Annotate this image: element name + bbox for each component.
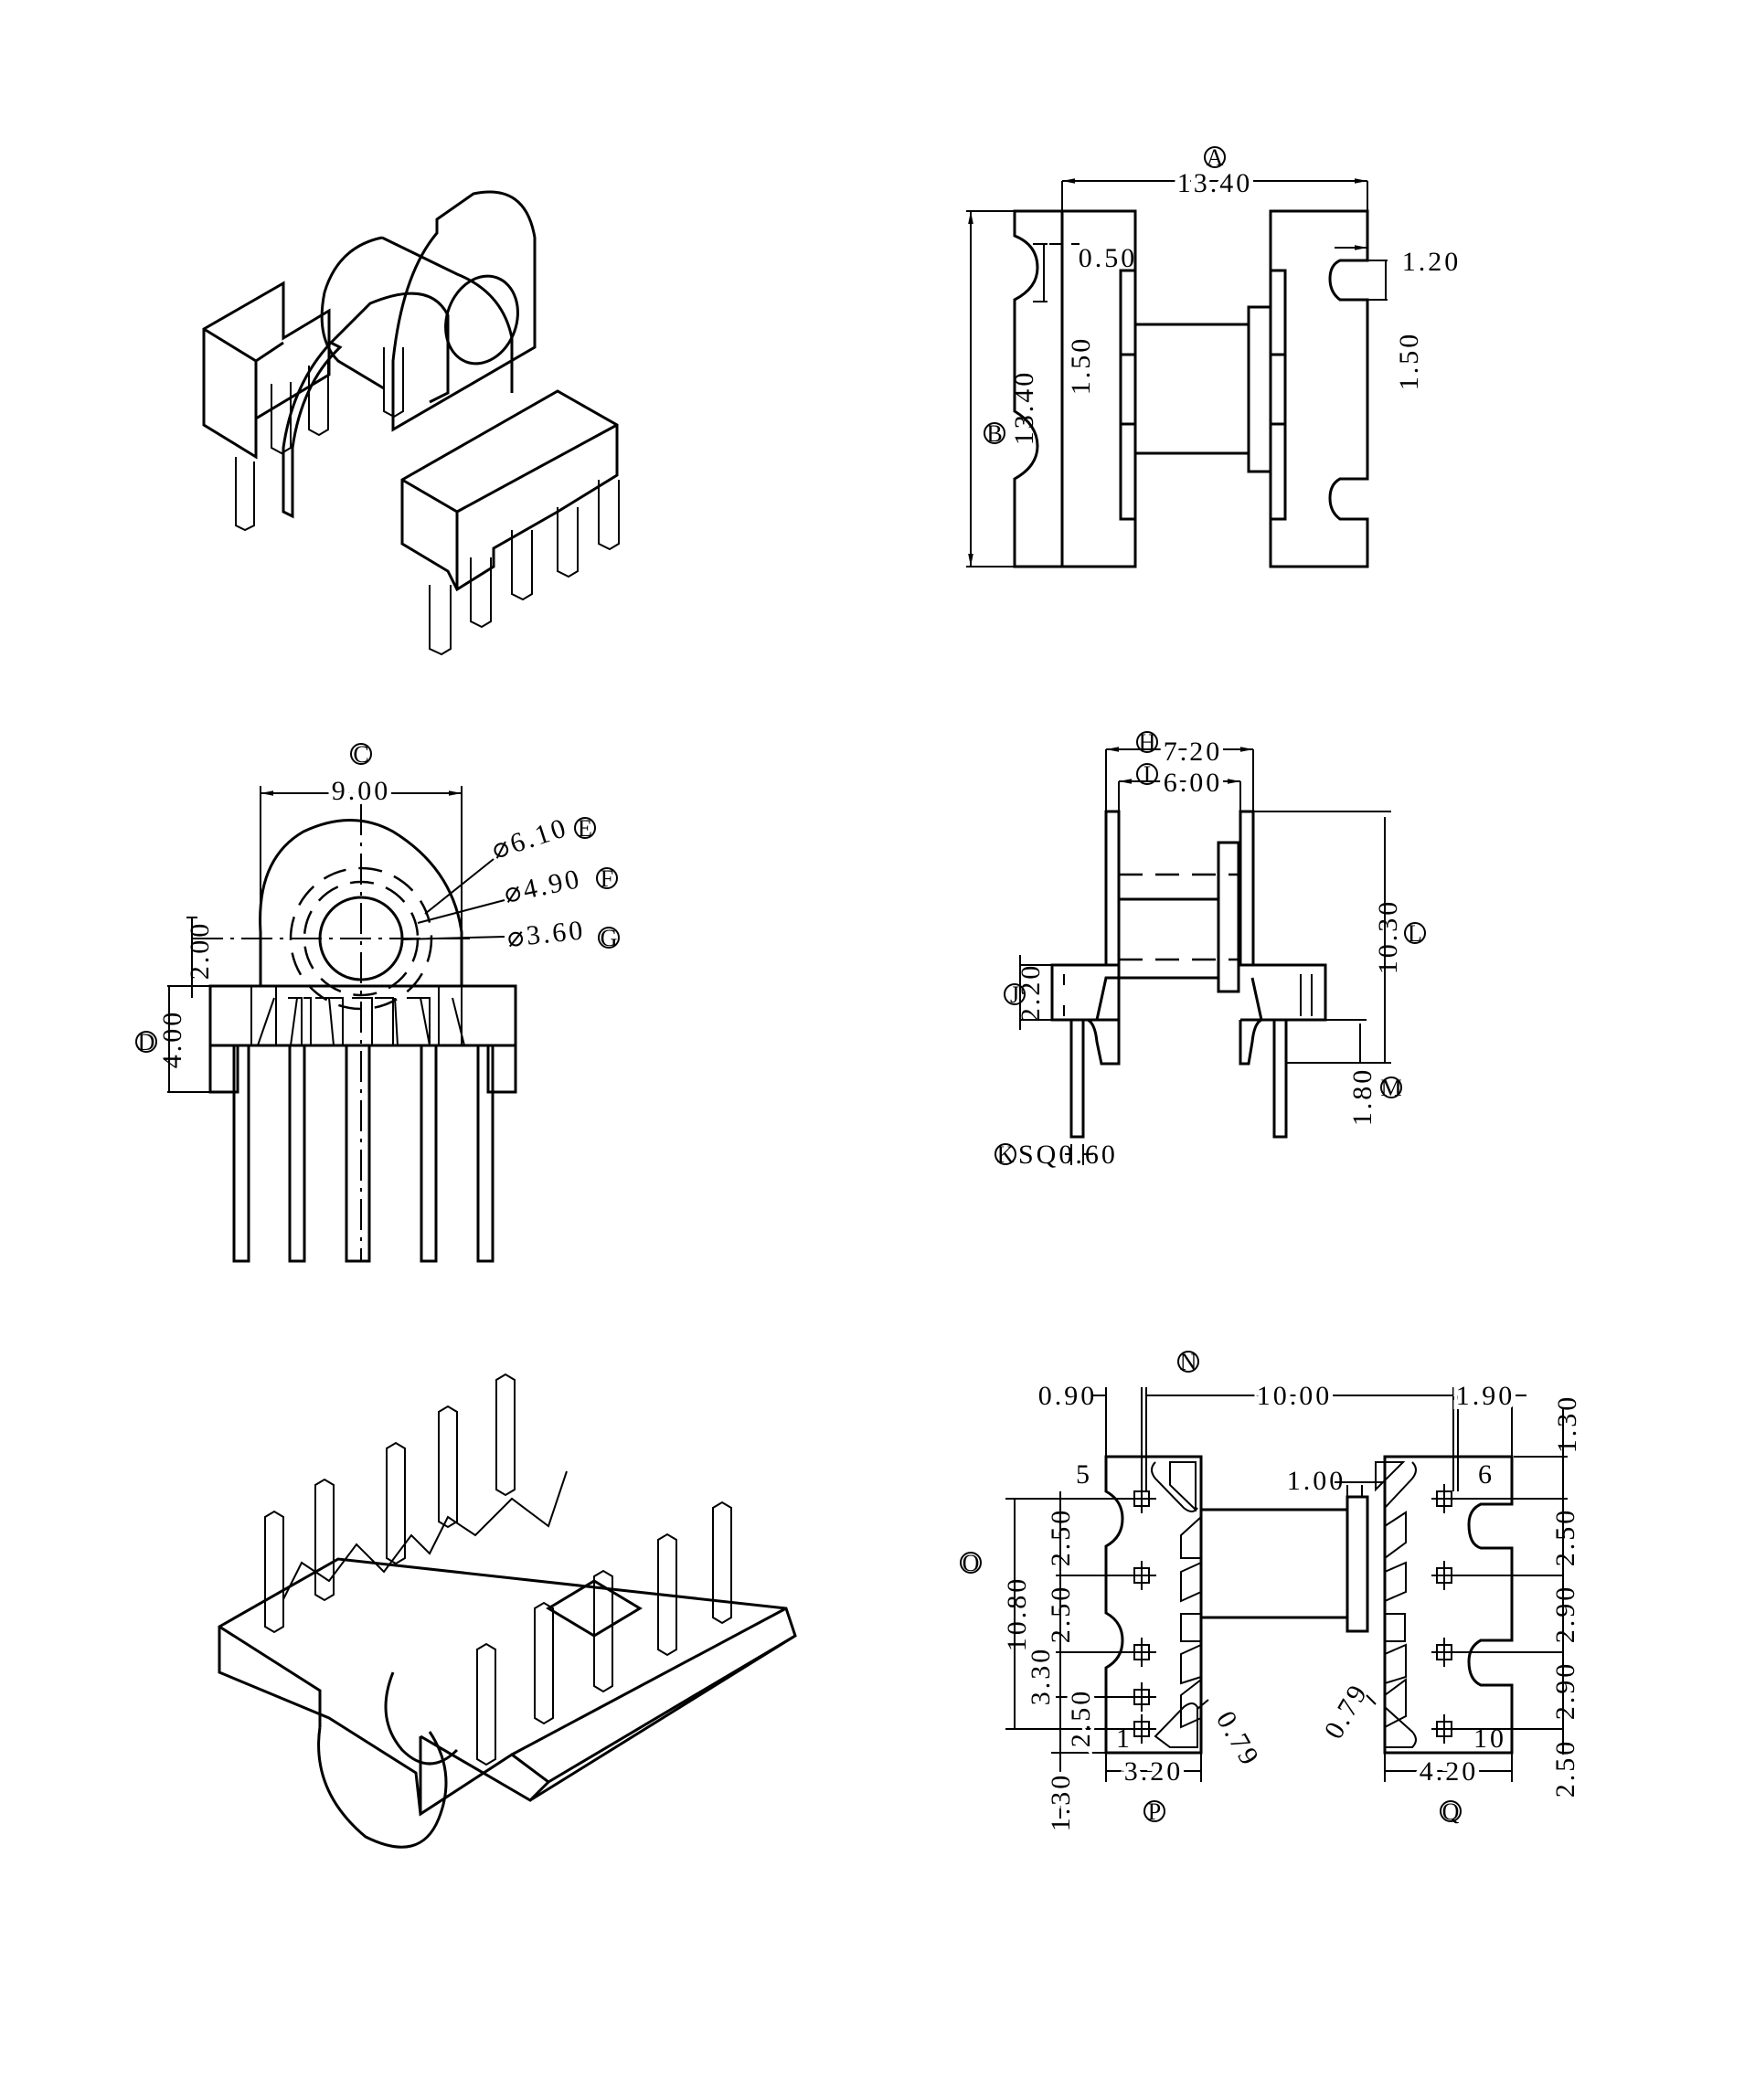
dim-left-pitch-2: 2.50 (1046, 1585, 1076, 1644)
dim-base-height: 4.00 (157, 1010, 187, 1069)
dim-span: 10.80 (1002, 1576, 1032, 1652)
dim-width-a: 13.40 (1177, 168, 1253, 198)
ref-l: L (1408, 920, 1422, 947)
dim-left-offset: 0.90 (1038, 1381, 1098, 1411)
dim-right-width: 4.20 (1420, 1756, 1479, 1787)
isometric-view-bottom (218, 1373, 797, 1849)
ref-g: G (601, 925, 618, 951)
dim-dia-g: ⌀3.60 (505, 915, 587, 953)
ref-a: A (1207, 144, 1224, 171)
pin-number-6: 6 (1478, 1459, 1494, 1490)
side-view-labels: H 7.20 I 6.00 10.30 L J 2.20 1.80 M K SQ… (994, 729, 1426, 1170)
ref-f: F (601, 865, 613, 892)
dim-right-pitch-4: 2.50 (1550, 1739, 1580, 1798)
isometric-view-top (202, 190, 620, 656)
dim-right-offset: 1.90 (1456, 1381, 1516, 1411)
pin-number-1: 1 (1116, 1723, 1133, 1754)
dim-height-b: 13.40 (1009, 370, 1039, 446)
dim-right-pitch-3: 2.90 (1550, 1661, 1580, 1721)
dim-left-pitch-1: 2.50 (1046, 1508, 1076, 1567)
pin-markers (1129, 1484, 1459, 1744)
dim-bottom-offset: 1.30 (1046, 1773, 1076, 1832)
ref-k: K (997, 1141, 1015, 1168)
top-view (966, 178, 1388, 568)
dim-slot-left-height: 1.50 (1066, 336, 1096, 396)
dim-pitch-x: 10.00 (1257, 1381, 1333, 1411)
dim-slot-right-depth: 1.20 (1402, 247, 1462, 277)
dim-dia-e: ⌀6.10 (488, 812, 572, 865)
dim-standoff: 1.80 (1347, 1067, 1377, 1127)
side-view (1019, 747, 1391, 1165)
front-view-labels: C 9.00 2.00 D 4.00 ⌀6.10 E ⌀4.90 F ⌀3.60… (135, 741, 620, 1069)
bottom-view (1005, 1387, 1568, 1819)
dim-slot-left-depth: 0.50 (1079, 243, 1138, 273)
dim-chamfer-right: 0.79 (1318, 1678, 1374, 1744)
top-view-labels: A 13.40 B 13.40 0.50 1.20 1.50 1.50 (984, 144, 1462, 447)
bottom-view-labels: N 10.00 0.90 1.90 1.30 1.30 O 10.80 2.50… (960, 1349, 1582, 1836)
ref-d: D (138, 1029, 155, 1055)
dim-base-height-j: 2.20 (1016, 963, 1046, 1023)
ref-h: H (1139, 729, 1156, 756)
ref-b: B (986, 420, 1002, 447)
dim-right-pitch-1: 2.50 (1550, 1508, 1580, 1567)
dim-flange: 1.00 (1287, 1466, 1346, 1496)
ref-j: J (1010, 981, 1019, 1008)
dim-pin-square: SQ0.60 (1018, 1140, 1118, 1170)
front-view (167, 786, 517, 1263)
ref-p: P (1148, 1798, 1161, 1825)
dim-chamfer-left: 0.79 (1210, 1706, 1266, 1772)
ref-i: I (1143, 761, 1152, 788)
dim-right-pitch-2: 2.90 (1550, 1585, 1580, 1644)
dim-total-height: 10.30 (1373, 899, 1403, 975)
ref-e: E (578, 815, 592, 842)
ref-c: C (353, 741, 368, 768)
ref-q: Q (1442, 1798, 1460, 1825)
dim-left-pitch-4: 2.50 (1066, 1689, 1096, 1748)
dim-left-width: 3.20 (1124, 1756, 1184, 1787)
dim-inner-width: 6.00 (1164, 768, 1223, 798)
pin-number-5: 5 (1076, 1459, 1092, 1490)
ref-o: O (963, 1550, 980, 1576)
dim-width-c: 9.00 (332, 776, 391, 806)
ref-m: M (1380, 1075, 1401, 1101)
pin-number-10: 10 (1473, 1723, 1506, 1754)
ref-n: N (1180, 1349, 1197, 1375)
dim-outer-width: 7.20 (1164, 737, 1223, 767)
dim-left-pitch-3: 3.30 (1026, 1647, 1056, 1706)
dim-top-offset: 1.30 (1552, 1395, 1582, 1454)
dim-slot-right-height: 1.50 (1394, 332, 1424, 391)
dim-dia-f: ⌀4.90 (502, 864, 585, 909)
dim-center-height: 2.00 (185, 921, 215, 981)
